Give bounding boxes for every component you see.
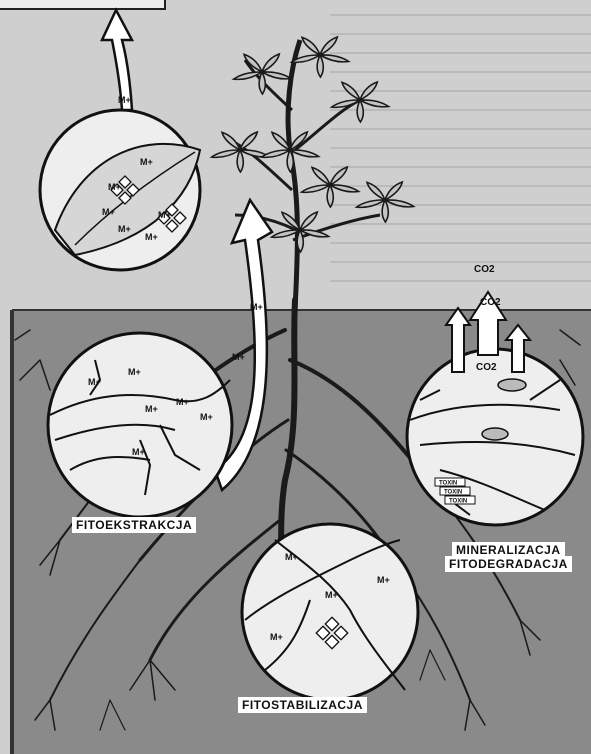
leaf bbox=[237, 150, 243, 172]
metal-ion-label: M+ bbox=[377, 575, 390, 585]
microbe-icon bbox=[498, 379, 526, 391]
metal-ion-label: M+ bbox=[250, 302, 263, 312]
leaf bbox=[240, 132, 257, 150]
leaf bbox=[360, 82, 377, 100]
label-fitodegradacja: FITODEGRADACJA bbox=[445, 556, 572, 572]
soil-circle-mineralizacja: TOXIN TOXIN TOXIN bbox=[407, 349, 583, 525]
leaf bbox=[342, 82, 360, 100]
toxin-label: TOXIN bbox=[449, 499, 467, 505]
co2-label-bottom: CO2 bbox=[476, 362, 497, 373]
metal-ion-label: M+ bbox=[108, 182, 121, 192]
toxin-label: TOXIN bbox=[444, 490, 462, 496]
metal-ion-label: M+ bbox=[232, 352, 245, 362]
leaf bbox=[302, 37, 320, 55]
plant-stem bbox=[288, 40, 300, 310]
leaf bbox=[297, 230, 303, 252]
leaf bbox=[262, 54, 279, 72]
metal-ion-label: M+ bbox=[270, 632, 283, 642]
leaf bbox=[222, 132, 240, 150]
soil-circle-fitostabilizacja bbox=[242, 524, 418, 700]
leaf bbox=[382, 200, 388, 222]
leaf bbox=[317, 55, 323, 77]
leaf bbox=[262, 150, 290, 157]
leaf bbox=[320, 55, 349, 62]
co2-label-top: CO2 bbox=[474, 264, 495, 275]
metal-ion-label: M+ bbox=[200, 412, 213, 422]
metal-ion-label: M+ bbox=[88, 377, 101, 387]
metal-ion-label: M+ bbox=[118, 224, 131, 234]
toxin-label: TOXIN bbox=[439, 481, 457, 487]
metal-ion-label: M+ bbox=[176, 397, 189, 407]
leaf bbox=[330, 185, 359, 192]
leaf bbox=[385, 182, 402, 200]
leaf bbox=[360, 100, 389, 107]
leaf bbox=[327, 185, 333, 207]
leaf bbox=[290, 150, 319, 157]
leaf bbox=[385, 200, 414, 207]
leaf bbox=[312, 167, 330, 185]
metal-ion-label: M+ bbox=[118, 95, 131, 105]
leaf bbox=[262, 72, 291, 79]
metal-ion-label: M+ bbox=[132, 447, 145, 457]
metal-ion-label: M+ bbox=[325, 590, 338, 600]
co2-label-arrow: CO2 bbox=[480, 297, 501, 308]
metal-ion-label: M+ bbox=[128, 367, 141, 377]
leaf bbox=[357, 200, 385, 207]
leaf bbox=[212, 150, 240, 157]
metal-ion-label: M+ bbox=[145, 232, 158, 242]
metal-ion-label: M+ bbox=[145, 404, 158, 414]
microbe-icon bbox=[482, 428, 508, 440]
metal-ion-label: M+ bbox=[285, 552, 298, 562]
label-fitoekstrakcja: FITOEKSTRAKCJA bbox=[72, 517, 196, 533]
metal-ion-label: M+ bbox=[102, 207, 115, 217]
soil-left-edge bbox=[10, 310, 14, 754]
leaf bbox=[330, 167, 347, 185]
label-fitostabilizacja: FITOSTABILIZACJA bbox=[238, 697, 367, 713]
leaf bbox=[300, 212, 317, 230]
leaf bbox=[367, 182, 385, 200]
metal-ion-label: M+ bbox=[140, 157, 153, 167]
leaf bbox=[302, 185, 330, 192]
metal-ion-label: M+ bbox=[158, 210, 171, 220]
leaf bbox=[320, 37, 337, 55]
leaf bbox=[357, 100, 363, 122]
leaf bbox=[259, 72, 265, 94]
soil-circle-fitoekstrakcja bbox=[48, 333, 232, 517]
